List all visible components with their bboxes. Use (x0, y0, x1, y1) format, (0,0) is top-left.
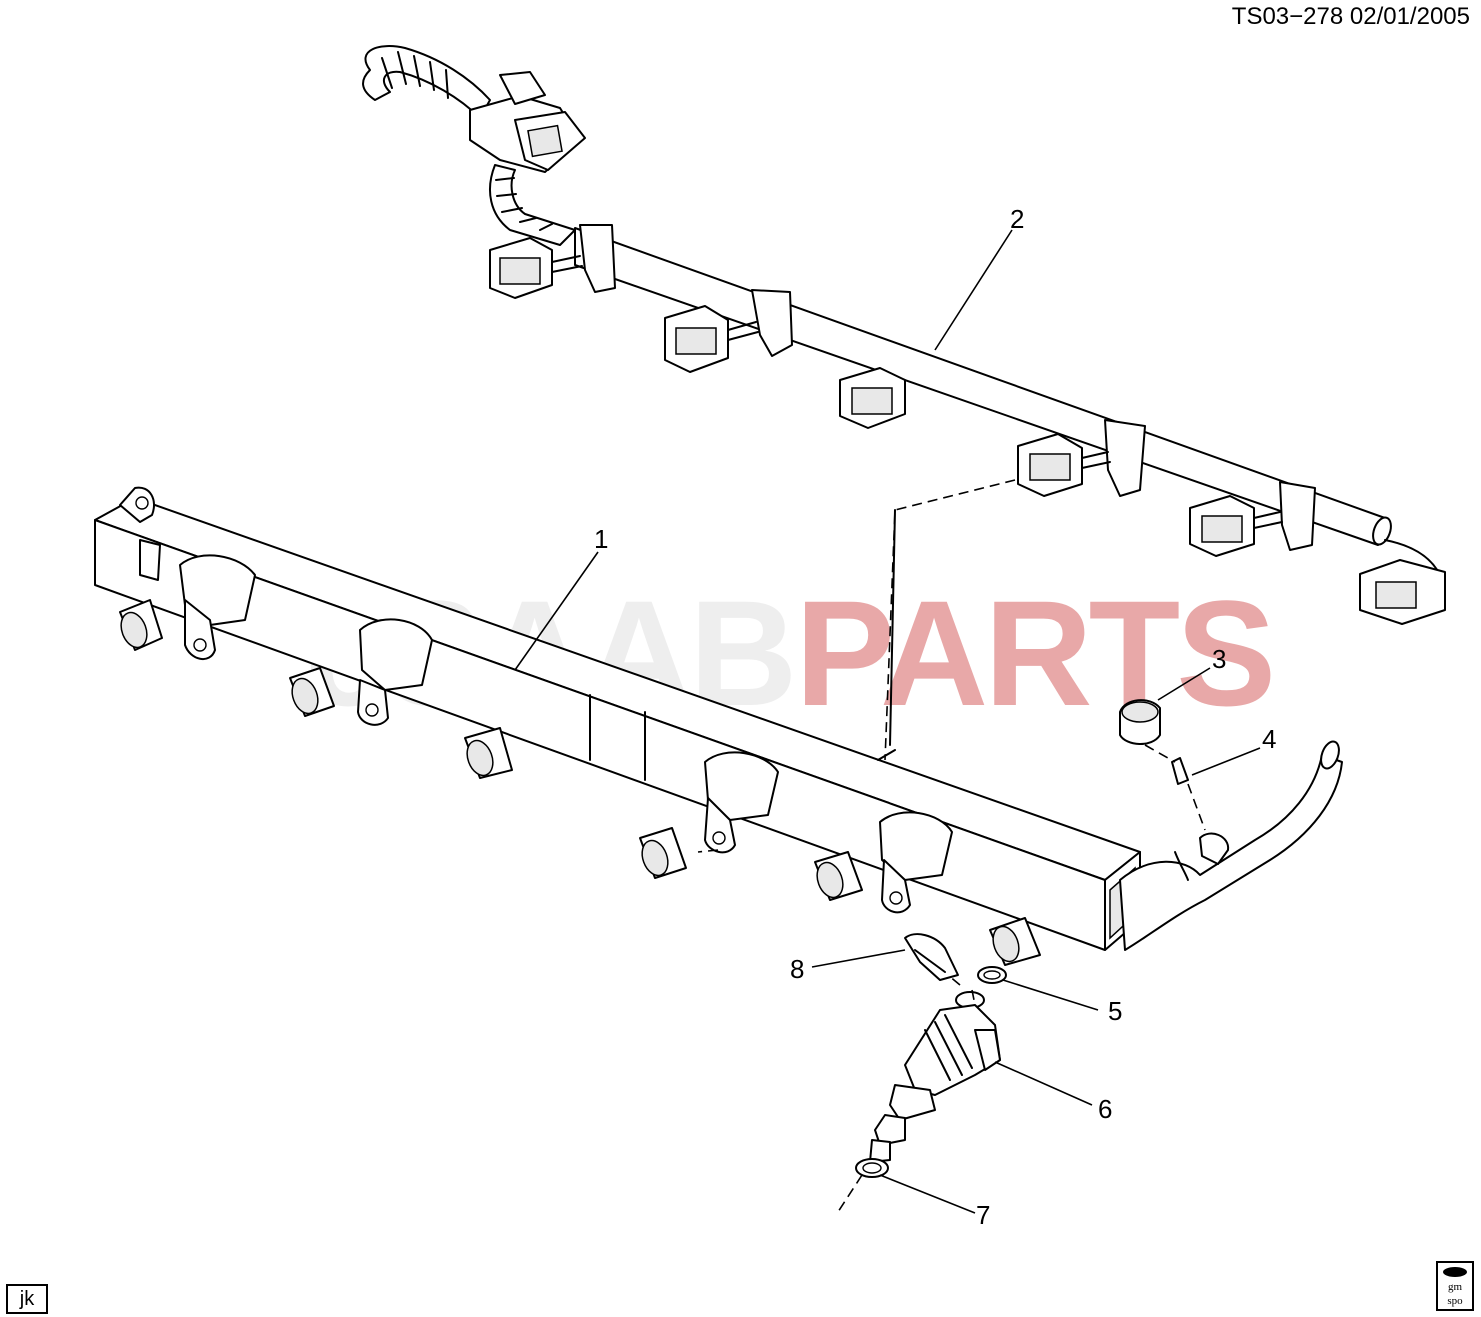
retainer-clip (904, 933, 959, 981)
o-ring-lower (855, 1158, 889, 1178)
callout-3: 3 (1212, 644, 1226, 674)
fuel-injector (869, 991, 1001, 1163)
initials-label: jk (6, 1284, 48, 1314)
valve-cap (1119, 699, 1161, 745)
watermark-suffix: PARTS (795, 569, 1272, 737)
callout-4: 4 (1262, 724, 1276, 754)
schrader-valve (1171, 757, 1230, 865)
wiring-harness (362, 45, 1446, 625)
callout-7: 7 (976, 1200, 990, 1230)
diagram-id-date: TS03−278 02/01/2005 (1232, 3, 1470, 30)
fuel-rail (94, 486, 1343, 966)
callout-2: 2 (1010, 204, 1024, 234)
callout-8: 8 (790, 954, 804, 984)
callout-1: 1 (594, 524, 608, 554)
logo-text-bottom: spo (1447, 1295, 1463, 1307)
o-ring-upper (977, 966, 1007, 984)
callout-5: 5 (1108, 996, 1122, 1026)
gm-spo-logo: gm spo (1436, 1261, 1474, 1311)
callout-6: 6 (1098, 1094, 1112, 1124)
logo-text-top: gm (1448, 1281, 1463, 1293)
